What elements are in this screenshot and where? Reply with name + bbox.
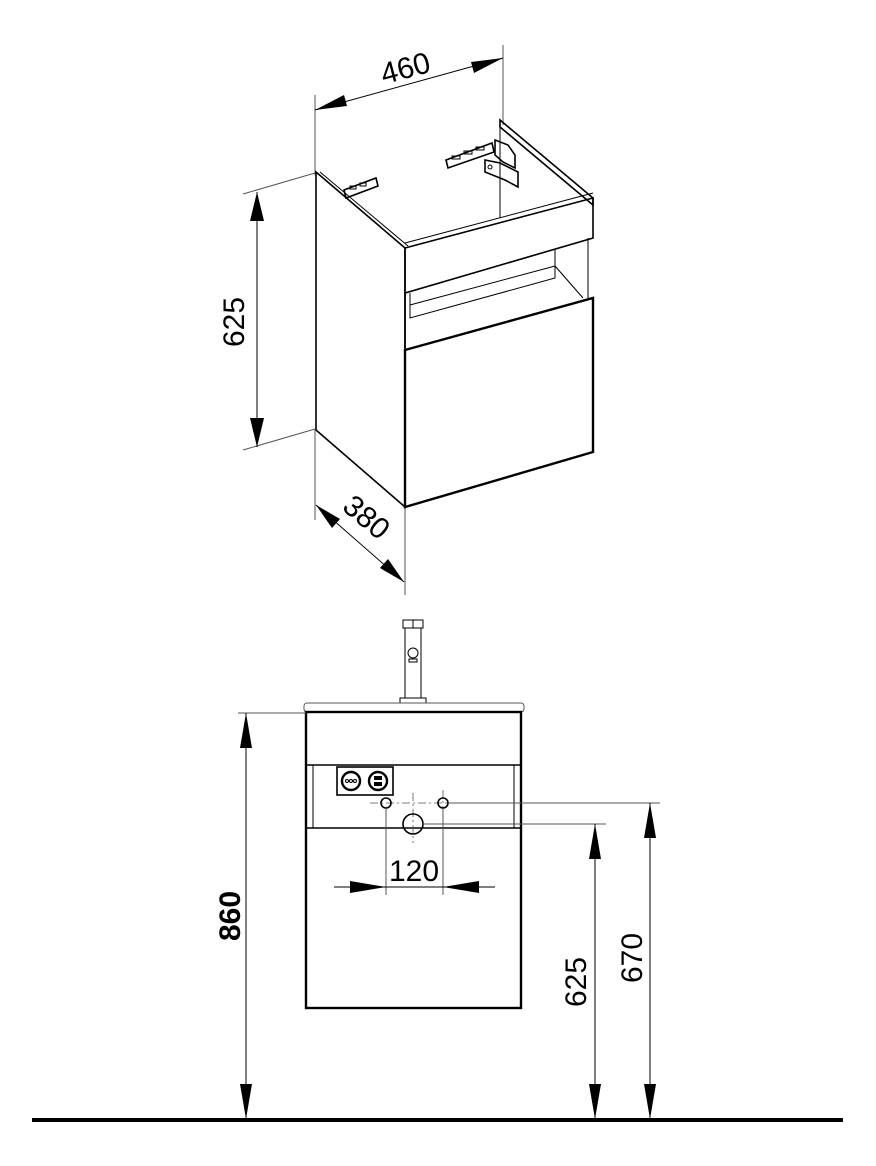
connection-holes <box>370 790 660 895</box>
front-cabinet <box>304 710 523 1010</box>
drain-height-label: 625 <box>560 957 593 1007</box>
usb-socket-icon <box>367 770 389 792</box>
basin-top <box>303 702 525 713</box>
hole-spacing-label: 120 <box>389 855 439 888</box>
width-label: 460 <box>377 46 434 91</box>
socket-panel <box>336 766 394 796</box>
total-height-label: 860 <box>214 891 247 941</box>
front-view: 120 860 625 670 <box>32 619 843 1122</box>
isometric-cabinet <box>315 118 595 509</box>
height-dimension: 625 <box>218 172 316 451</box>
supply-height-dimension: 670 <box>616 803 656 1119</box>
depth-label: 380 <box>336 489 396 546</box>
faucet-icon <box>399 619 427 704</box>
drain-height-dimension: 625 <box>560 824 601 1119</box>
width-dimension: 460 <box>314 45 504 175</box>
isometric-view: 460 625 380 <box>218 45 595 595</box>
hole-spacing-dimension: 120 <box>334 855 495 893</box>
wall-bracket-right <box>445 138 519 189</box>
height-label: 625 <box>218 297 251 347</box>
total-height-dimension: 860 <box>214 712 306 1119</box>
wall-bracket-left <box>343 176 379 200</box>
depth-dimension: 380 <box>314 430 406 595</box>
schuko-socket-icon <box>340 770 362 792</box>
supply-height-label: 670 <box>616 933 649 983</box>
